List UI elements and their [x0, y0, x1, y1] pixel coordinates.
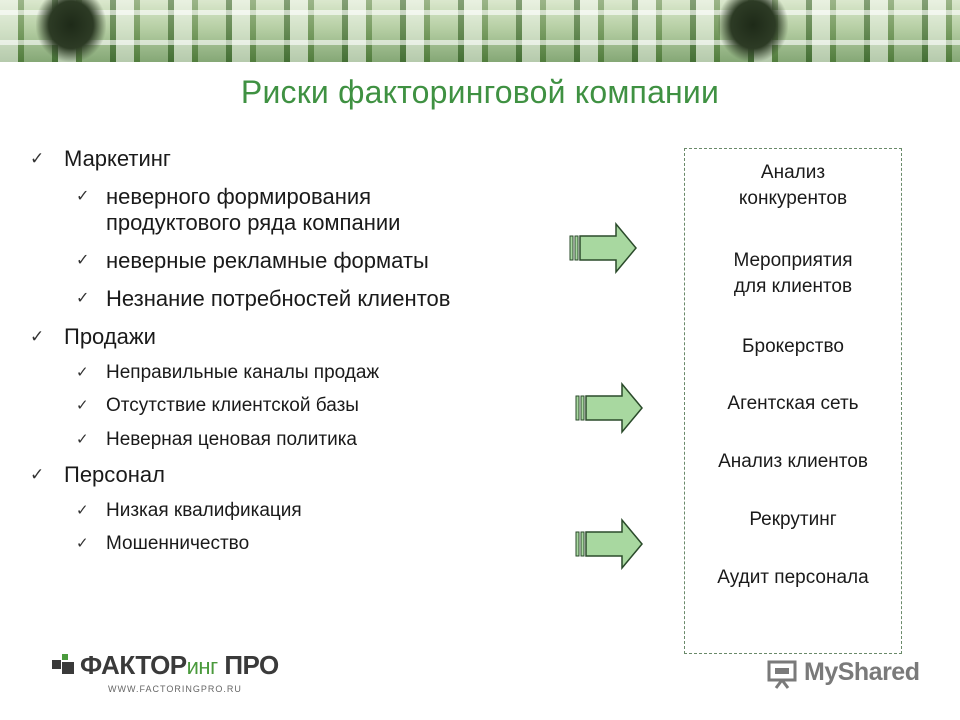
- measure-item: Аудит персонала: [717, 567, 869, 588]
- top-banner-photo: [0, 0, 960, 62]
- logo-name-main: ФАКТОР: [80, 650, 187, 680]
- section-label: Продажи: [64, 323, 156, 349]
- check-icon: ✓: [76, 500, 89, 519]
- slide-title: Риски факторинговой компании: [240, 74, 720, 110]
- list-item-text: Незнание потребностей клиентов: [106, 285, 451, 311]
- section-sales: ✓ Продажи: [30, 324, 570, 350]
- logo-url: WWW.FACTORINGPRO.RU: [108, 684, 242, 694]
- measure-item: Анализ конкурентов: [738, 162, 848, 209]
- banner-frame-line: [0, 10, 960, 15]
- presentation-screen-icon: [767, 660, 797, 689]
- list-item-text: неверного формирования продуктового ряда…: [106, 183, 401, 235]
- right-arrow-icon: [569, 222, 637, 274]
- measure-item: Мероприятия для клиентов: [733, 250, 853, 297]
- logo-name-suffix: ПРО: [224, 650, 279, 680]
- section-label: Маркетинг: [64, 146, 171, 171]
- list-item-text: Отсутствие клиентской базы: [106, 395, 359, 417]
- logo-name-script: инг: [186, 654, 218, 679]
- check-icon: ✓: [76, 185, 90, 205]
- list-item-text: Неверная ценовая политика: [106, 428, 357, 450]
- risk-list: ✓ Маркетинг ✓ неверного формирования про…: [30, 146, 570, 567]
- measure-item: Агентская сеть: [727, 393, 859, 414]
- measure-item: Анализ клиентов: [718, 451, 868, 472]
- list-item: ✓ Неправильные каналы продаж: [30, 362, 570, 384]
- check-icon: ✓: [76, 429, 89, 448]
- list-item-text: Неправильные каналы продаж: [106, 361, 380, 383]
- section-label: Персонал: [64, 461, 165, 487]
- check-icon: ✓: [30, 149, 45, 169]
- banner-person-silhouette: [718, 0, 788, 62]
- right-arrow-icon: [575, 382, 643, 434]
- list-item: ✓ неверного формирования продуктового ря…: [30, 184, 486, 236]
- list-item: ✓ Неверная ценовая политика: [30, 429, 570, 451]
- section-personnel: ✓ Персонал: [30, 462, 570, 488]
- list-item: ✓ неверные рекламные форматы: [30, 248, 570, 274]
- banner-frame-line: [0, 40, 960, 45]
- check-icon: ✓: [30, 326, 45, 347]
- right-arrow-icon: [575, 518, 643, 570]
- list-item: ✓ Незнание потребностей клиентов: [30, 286, 570, 312]
- watermark-text: MyShared: [804, 658, 920, 686]
- measures-box: [684, 148, 902, 654]
- check-icon: ✓: [76, 287, 90, 307]
- list-item: ✓ Низкая квалификация: [30, 500, 570, 522]
- check-icon: ✓: [76, 396, 89, 415]
- list-item: ✓ Мошенничество: [30, 533, 570, 555]
- check-icon: ✓: [76, 249, 90, 269]
- list-item-text: Низкая квалификация: [106, 499, 302, 521]
- check-icon: ✓: [76, 362, 89, 381]
- measure-item: Рекрутинг: [749, 509, 837, 530]
- check-icon: ✓: [76, 534, 89, 553]
- logo-wordmark: ФАКТОРинг ПРО: [80, 650, 279, 681]
- check-icon: ✓: [30, 464, 45, 485]
- logo-squares-icon: [52, 654, 74, 674]
- list-item-text: неверные рекламные форматы: [106, 247, 429, 273]
- measure-item: Брокерство: [742, 336, 844, 357]
- list-item: ✓ Отсутствие клиентской базы: [30, 395, 570, 417]
- section-marketing: ✓ Маркетинг: [30, 146, 570, 172]
- banner-person-silhouette: [36, 0, 106, 62]
- list-item-text: Мошенничество: [106, 533, 250, 555]
